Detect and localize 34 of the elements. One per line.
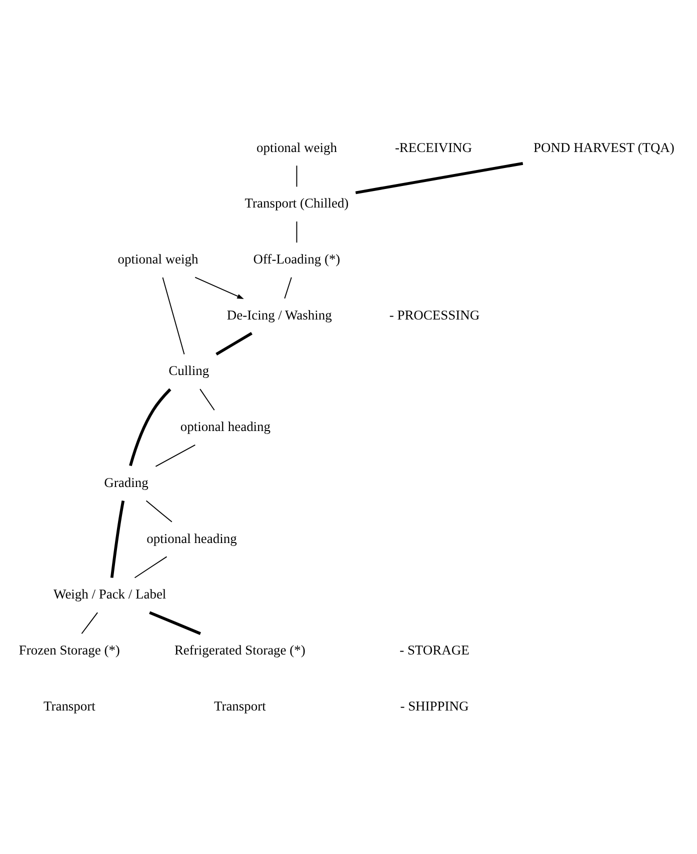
label: - PROCESSING (389, 306, 480, 322)
label: -RECEIVING (394, 139, 472, 154)
node-text: Transport (214, 698, 266, 713)
node-text: De-Icing / Washing (226, 306, 332, 322)
node-text: optional weigh (118, 250, 198, 266)
connector (155, 444, 196, 466)
node-text: Transport (Chilled) (244, 195, 349, 210)
connector (110, 500, 125, 578)
connector (162, 276, 185, 354)
label: - STORAGE (400, 642, 470, 658)
node-text: optional heading (146, 530, 237, 546)
connector (129, 388, 172, 466)
node-text: Weigh / Pack / Label (54, 586, 166, 602)
node-text: Frozen Storage (*) (18, 642, 120, 658)
node-text: POND HARVEST (TQA) (534, 139, 674, 154)
node-text: Refrigerated Storage (*) (174, 642, 306, 658)
connector (284, 276, 292, 298)
node-text: Grading (104, 474, 148, 490)
connector (81, 612, 98, 634)
node-text: optional heading (180, 418, 271, 434)
connector (296, 220, 298, 243)
node-text: optional weigh (256, 139, 337, 154)
connector (146, 500, 172, 522)
connector (149, 610, 201, 634)
label: - SHIPPING (400, 698, 469, 713)
node-text: Culling (168, 362, 210, 378)
node-text: Transport (43, 698, 96, 713)
connector (134, 556, 168, 578)
connector (200, 388, 215, 410)
arrow (194, 276, 244, 299)
connector (355, 161, 524, 194)
connector (216, 331, 252, 356)
node-text: Off-Loading (*) (253, 250, 340, 266)
connector (296, 164, 298, 187)
